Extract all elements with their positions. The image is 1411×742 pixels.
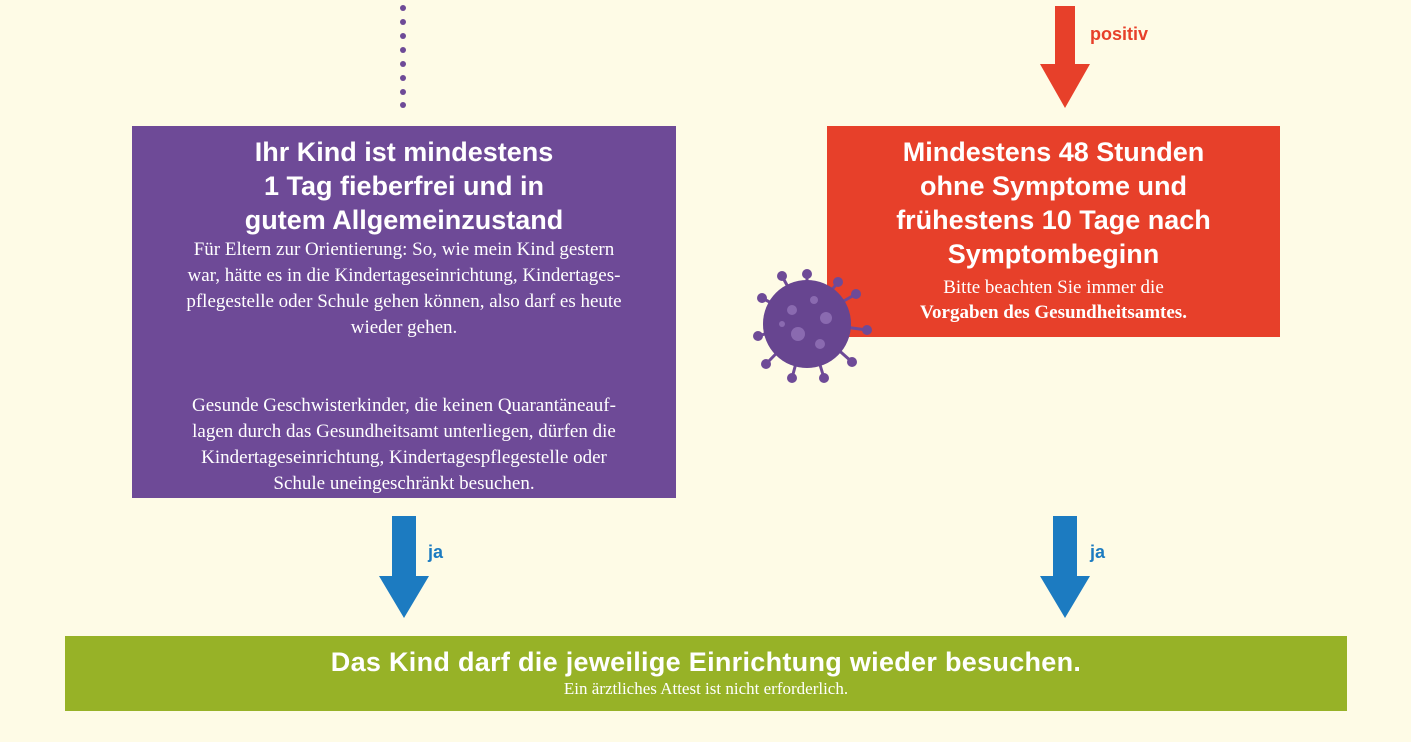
red-down-arrow-icon xyxy=(1040,6,1090,108)
blue-down-arrow-left-icon xyxy=(379,516,429,618)
note-strong-text: Vorgaben des Gesundheitsamtes. xyxy=(920,302,1187,323)
text-line: wieder gehen. xyxy=(350,317,458,338)
ja-label-right: ja xyxy=(1090,542,1106,562)
dotted-connector xyxy=(400,5,406,108)
fever-free-heading: Ihr Kind ist mindestens 1 Tag fieberfrei… xyxy=(146,135,662,237)
positiv-label: positiv xyxy=(1090,24,1149,44)
blue-down-arrow-right-icon xyxy=(1040,516,1090,618)
heading-line: frühestens 10 Tage nach xyxy=(896,205,1211,235)
heading-line: 1 Tag fieberfrei und in xyxy=(263,171,545,201)
symptom-free-box: Mindestens 48 Stunden ohne Symptome und … xyxy=(827,126,1280,337)
text-line: Kindertageseinrichtung, Kindertagespfleg… xyxy=(201,447,607,468)
heading-line: Mindestens 48 Stunden xyxy=(902,137,1205,167)
no-certificate-text: Ein ärztliches Attest ist nicht erforder… xyxy=(563,679,849,698)
text-line: war, hätte es in die Kindertageseinricht… xyxy=(187,265,621,286)
text-line: pflegestelle oder Schule gehen können, a… xyxy=(186,291,622,312)
may-attend-box: Das Kind darf die jeweilige Einrichtung … xyxy=(65,636,1347,711)
parent-orientation-text: Für Eltern zur Orientierung: So, wie mei… xyxy=(146,237,662,341)
health-office-note: Bitte beachten Sie immer die Vorgaben de… xyxy=(837,275,1270,325)
note-text: Bitte beachten Sie immer die xyxy=(943,277,1164,298)
symptom-free-heading: Mindestens 48 Stunden ohne Symptome und … xyxy=(837,135,1270,271)
heading-line: gutem Allgemeinzustand xyxy=(244,205,564,235)
heading-line: Ihr Kind ist mindestens xyxy=(254,137,554,167)
text-line: Für Eltern zur Orientierung: So, wie mei… xyxy=(193,239,615,260)
may-attend-heading: Das Kind darf die jeweilige Einrichtung … xyxy=(330,647,1082,677)
text-line: lagen durch das Gesundheitsamt unterlieg… xyxy=(192,421,616,442)
heading-line: Symptombeginn xyxy=(947,239,1160,269)
fever-free-box: Ihr Kind ist mindestens 1 Tag fieberfrei… xyxy=(132,126,676,498)
text-line: Gesunde Geschwisterkinder, die keinen Qu… xyxy=(192,395,616,416)
virus-icon xyxy=(753,269,872,383)
heading-line: ohne Symptome und xyxy=(919,171,1187,201)
ja-label-left: ja xyxy=(428,542,444,562)
text-line: Schule uneingeschränkt besuchen. xyxy=(273,473,535,494)
siblings-text: Gesunde Geschwisterkinder, die keinen Qu… xyxy=(146,393,662,497)
